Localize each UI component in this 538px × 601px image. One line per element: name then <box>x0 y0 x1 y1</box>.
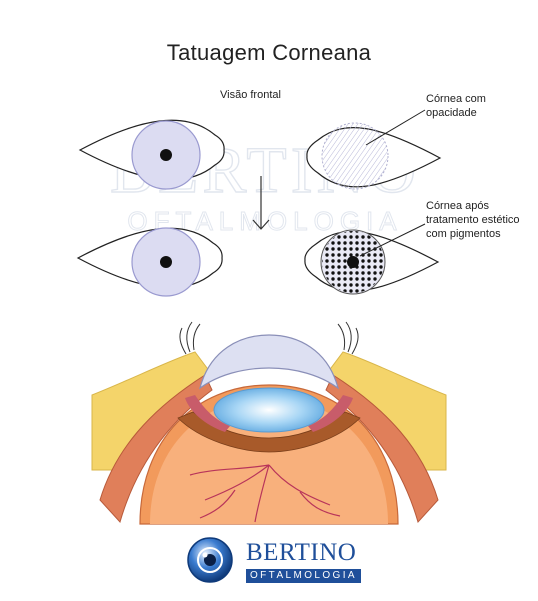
cornea-opacity-label: Córnea com opacidade <box>426 93 486 119</box>
bertino-logo-icon <box>187 537 233 583</box>
eye-anatomy-illustration <box>91 321 447 525</box>
view-label: Visão frontal <box>220 89 281 101</box>
brand-name: BERTINO <box>246 539 357 566</box>
eye-opaque-top <box>306 109 442 190</box>
pointer-line-bottom <box>359 223 426 257</box>
opaque-cornea <box>321 122 389 190</box>
pointer-line-top <box>365 109 426 146</box>
cornea-treated-label: Córnea após tratamento estético com pigm… <box>426 200 520 240</box>
eye-tattooed-bottom <box>304 223 440 295</box>
brand-logo: BERTINO OFTALMOLOGIA <box>246 540 361 583</box>
page-title: Tatuagem Corneana <box>166 40 372 65</box>
brand-subtitle: OFTALMOLOGIA <box>246 569 361 583</box>
eye-normal-bottom <box>76 227 223 297</box>
eye-normal-top <box>78 119 225 190</box>
pupil <box>160 256 172 268</box>
down-arrow-icon <box>252 176 270 230</box>
pupil <box>160 149 172 161</box>
